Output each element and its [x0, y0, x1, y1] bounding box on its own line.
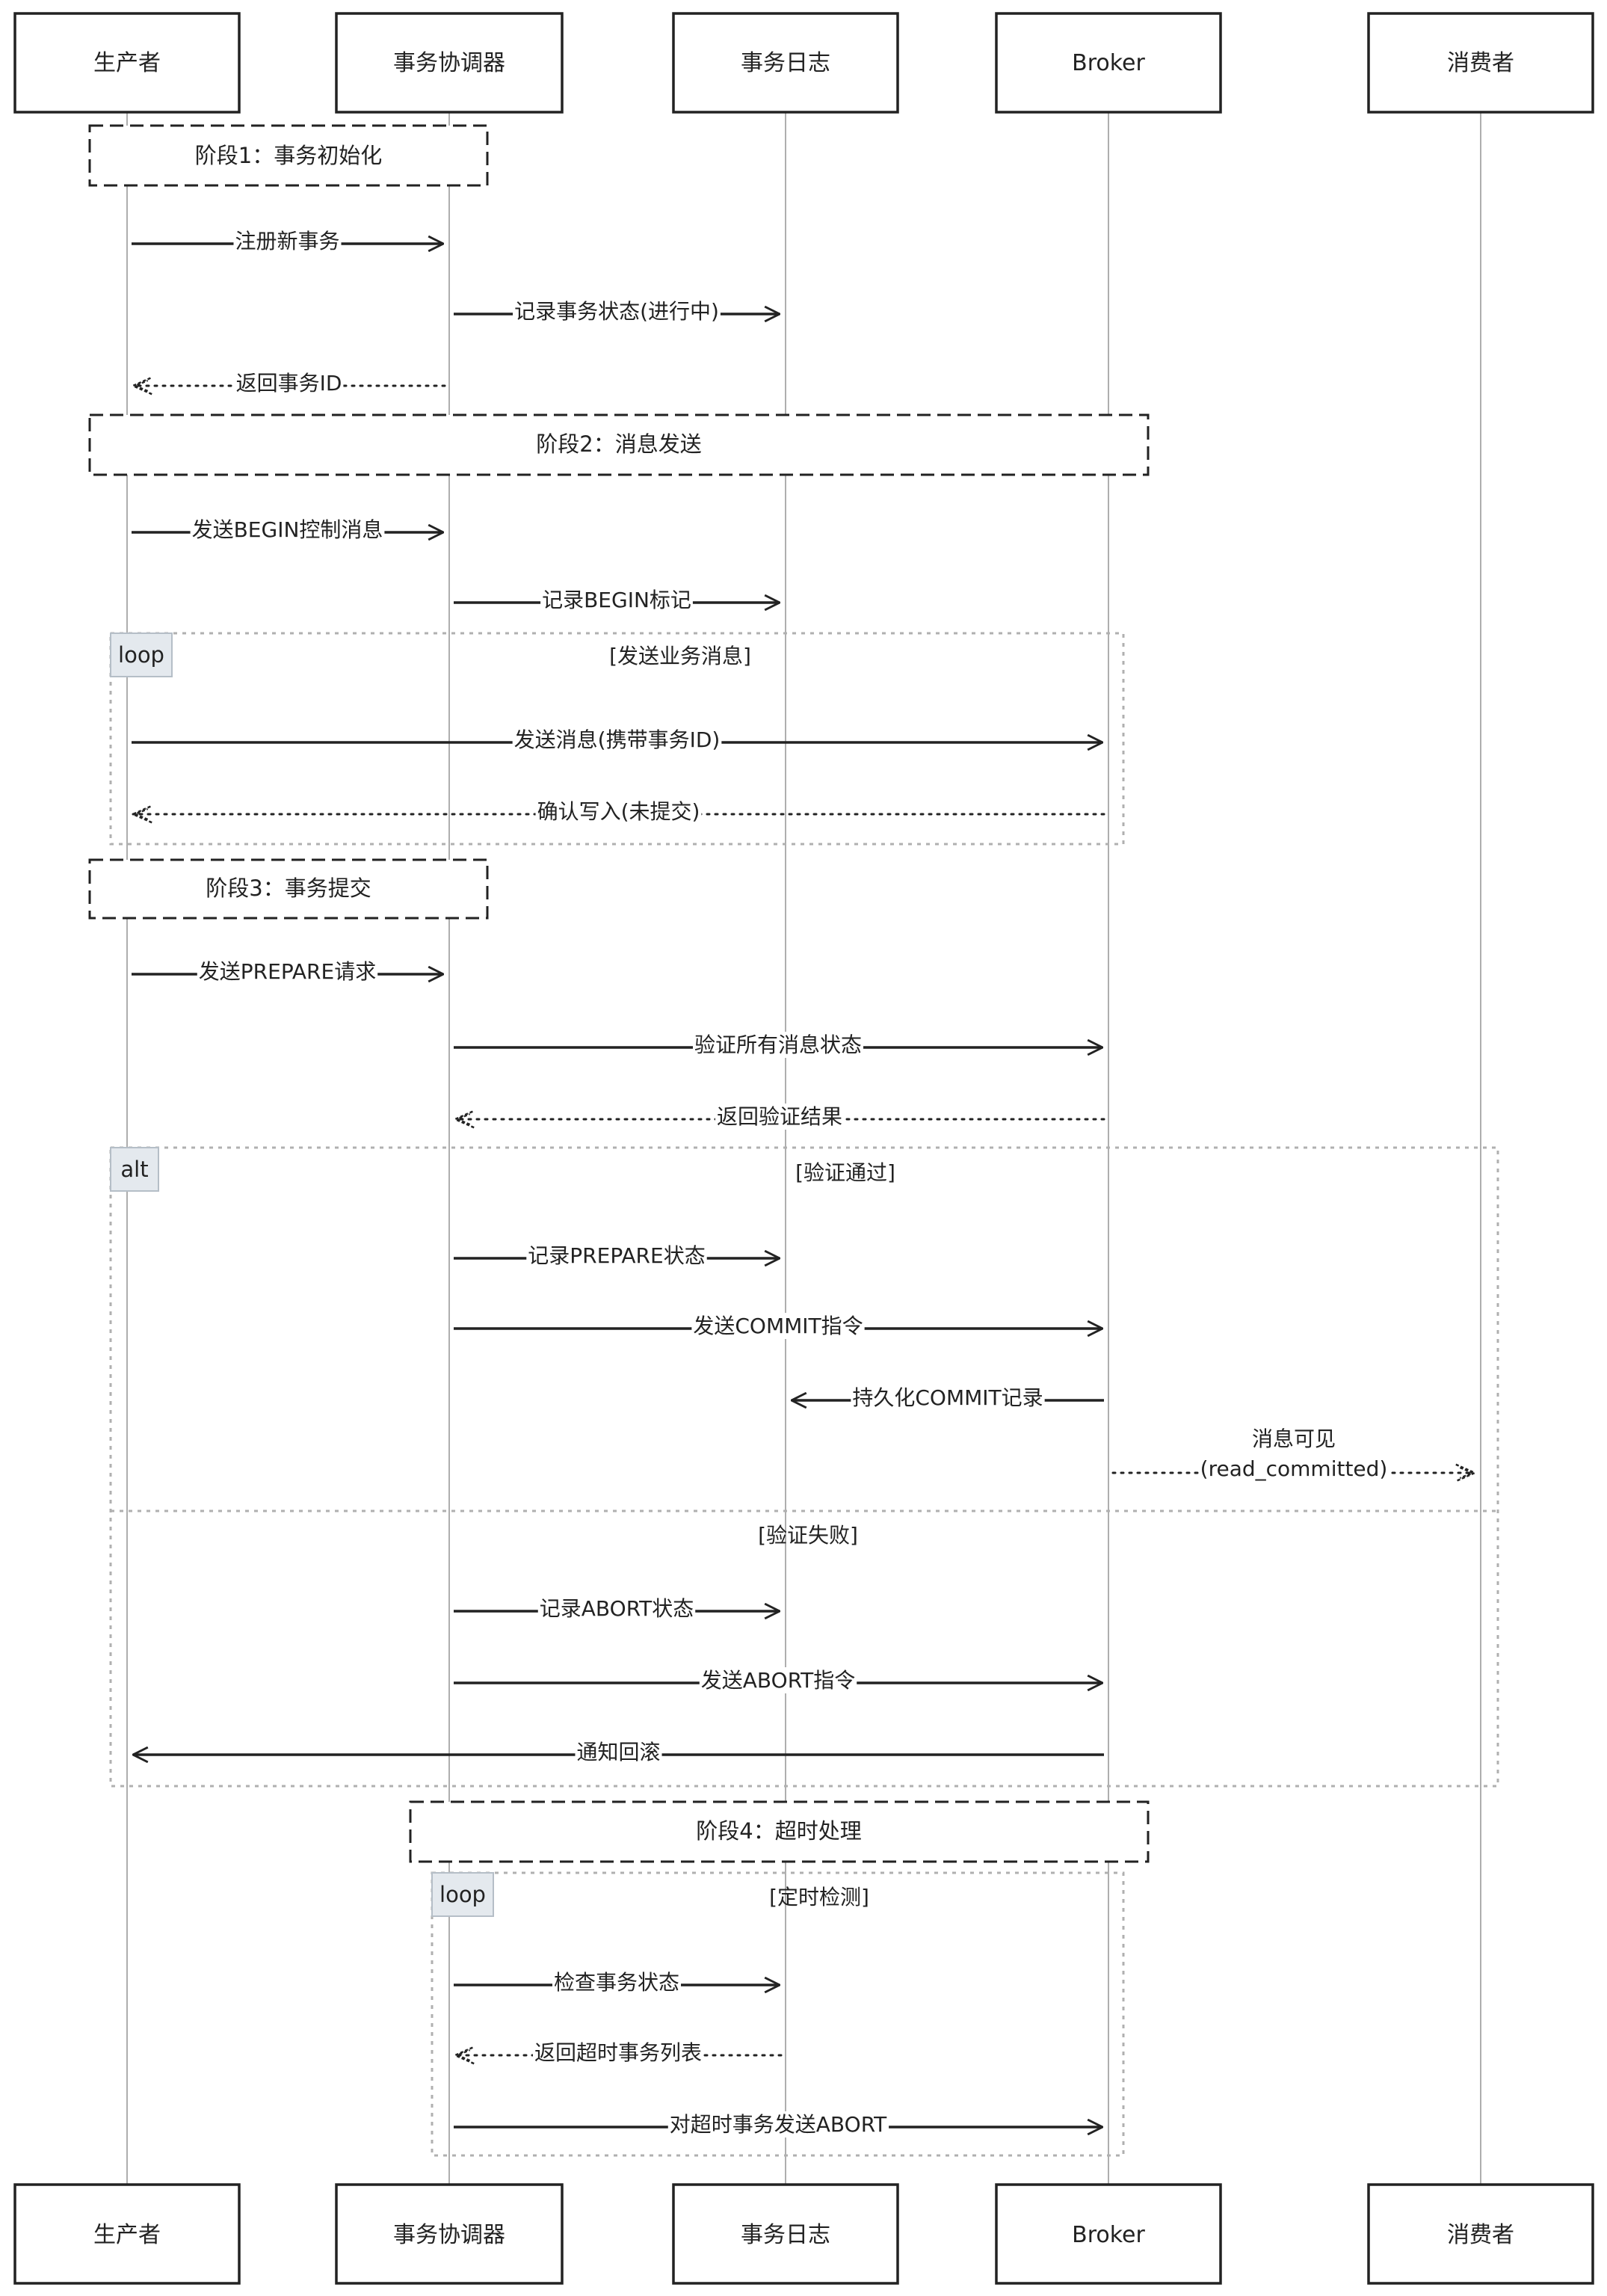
- actor-coordinator-bottom: 事务协调器: [335, 2183, 564, 2285]
- message-label: 发送COMMIT指令: [693, 1314, 863, 1338]
- message-label: 返回超时事务列表: [534, 2040, 702, 2065]
- message-label: 发送PREPARE请求: [199, 959, 376, 984]
- actor-consumer-label: 消费者: [1447, 50, 1514, 76]
- phase-note-3-label: 阶段3：事务提交: [206, 875, 371, 901]
- message-label: 发送ABORT指令: [701, 1668, 855, 1693]
- message-label: 消息可见: [1252, 1426, 1336, 1451]
- message-label-bg: [691, 1313, 865, 1339]
- actors-top: 生产者 事务协调器 事务日志 Broker 消费者: [13, 12, 1594, 114]
- actor-coordinator-top: 事务协调器: [335, 12, 564, 114]
- alt-tag-label: alt: [120, 1157, 148, 1182]
- actor-broker-top: Broker: [995, 12, 1222, 114]
- message-label: 记录BEGIN标记: [542, 588, 691, 612]
- loop-condition: [定时检测]: [769, 1885, 869, 1909]
- message-label-bg: [1198, 1456, 1389, 1482]
- message-label-bg: [1250, 1426, 1338, 1452]
- message-label: 记录事务状态(进行中): [514, 299, 719, 324]
- alt-else-condition: [验证失败]: [758, 1523, 858, 1548]
- message-label-bg: [512, 727, 722, 753]
- actor-consumer-top: 消费者: [1367, 12, 1594, 114]
- actor-txlog-label: 事务日志: [741, 2222, 830, 2248]
- phase-note-4: [409, 1800, 1150, 1863]
- alt-tag: [110, 1147, 159, 1192]
- message-label-bg: [234, 370, 344, 396]
- message-label: 记录PREPARE状态: [528, 1243, 705, 1268]
- message-label-bg: [715, 1104, 845, 1130]
- loop-tag-label: loop: [439, 1882, 486, 1907]
- message-label-bg: [552, 1969, 682, 1995]
- message-label: 返回验证结果: [717, 1104, 842, 1129]
- actor-broker-label: Broker: [1072, 2222, 1145, 2248]
- message-label-bg: [532, 2040, 704, 2066]
- fragment-loop-timeout: loop [定时检测]: [431, 1871, 1125, 2157]
- loop-condition: [发送业务消息]: [609, 644, 751, 668]
- phase-note-2-label: 阶段2：消息发送: [536, 431, 701, 457]
- actor-producer-bottom: 生产者: [13, 2183, 241, 2285]
- phase-note-2: [88, 413, 1150, 476]
- message-label-bg: [233, 228, 342, 254]
- actor-broker-label: Broker: [1072, 50, 1145, 76]
- message-label-bg: [535, 798, 702, 825]
- actors-bottom: 生产者 事务协调器 事务日志 Broker 消费者: [13, 2183, 1594, 2285]
- message-label: (read_committed): [1200, 1456, 1388, 1481]
- message-label: 验证所有消息状态: [694, 1032, 862, 1057]
- actor-consumer-bottom: 消费者: [1367, 2183, 1594, 2285]
- actor-coordinator-label: 事务协调器: [393, 50, 505, 76]
- phase-note-4-label: 阶段4：超时处理: [696, 1818, 861, 1844]
- actor-producer-label: 生产者: [93, 2222, 161, 2248]
- message-label-bg: [667, 2111, 889, 2138]
- message-label-bg: [537, 1595, 696, 1622]
- actor-broker-bottom: Broker: [995, 2183, 1222, 2285]
- phase-notes: 阶段1：事务初始化 阶段2：消息发送 阶段3：事务提交 阶段4：超时处理: [88, 124, 1150, 1863]
- actor-txlog-top: 事务日志: [672, 12, 899, 114]
- message-label: 注册新事务: [235, 229, 339, 253]
- loop-tag: [431, 1872, 494, 1917]
- alt-condition: [验证通过]: [795, 1160, 895, 1185]
- message-label-bg: [513, 298, 721, 324]
- message-label-bg: [526, 1243, 707, 1269]
- message-label: 持久化COMMIT记录: [852, 1385, 1043, 1410]
- phase-note-1: [88, 124, 489, 187]
- actor-coordinator-label: 事务协调器: [393, 2222, 505, 2248]
- actor-producer-top: 生产者: [13, 12, 241, 114]
- message-label-bg: [851, 1385, 1045, 1411]
- phase-note-3: [88, 858, 489, 920]
- message-label: 发送消息(携带事务ID): [514, 727, 721, 752]
- actor-producer-label: 生产者: [93, 50, 161, 76]
- message-label: 通知回滚: [576, 1740, 660, 1764]
- message-label: 返回事务ID: [236, 371, 342, 396]
- message-label: 检查事务状态: [554, 1970, 679, 1995]
- actor-txlog-bottom: 事务日志: [672, 2183, 899, 2285]
- message-label-bg: [540, 587, 693, 613]
- loop-tag: [110, 633, 173, 677]
- message-label: 记录ABORT状态: [540, 1596, 694, 1621]
- message-label: 对超时事务发送ABORT: [670, 2112, 887, 2137]
- message-label: 确认写入(未提交): [537, 799, 700, 824]
- phase-note-1-label: 阶段1：事务初始化: [195, 143, 382, 168]
- message-label-bg: [575, 1739, 662, 1765]
- message-label-bg: [197, 958, 378, 985]
- message-label-bg: [190, 517, 385, 543]
- fragment-alt: alt [验证通过] [验证失败]: [109, 1146, 1499, 1788]
- message-label-bg: [692, 1032, 864, 1058]
- actor-txlog-label: 事务日志: [741, 50, 830, 76]
- actor-consumer-label: 消费者: [1447, 2222, 1514, 2248]
- message-label-bg: [699, 1667, 857, 1693]
- fragment-loop-send: loop [发送业务消息]: [109, 632, 1125, 846]
- loop-tag-label: loop: [118, 642, 164, 668]
- message-label: 发送BEGIN控制消息: [192, 517, 383, 542]
